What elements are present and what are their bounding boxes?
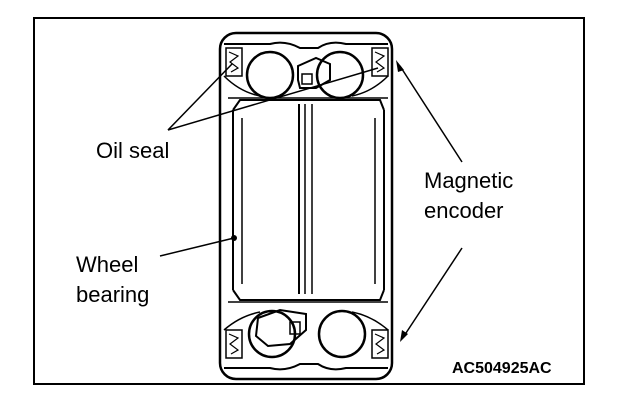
- wheel-bearing-label-line1: Wheel: [76, 252, 139, 277]
- wheel-bearing-dot: [231, 235, 237, 241]
- oil-seal-label: Oil seal: [96, 138, 170, 163]
- figure-frame: [33, 17, 585, 385]
- top-bearing-section: [223, 41, 389, 100]
- wheel-bearing-leader: [159, 237, 235, 257]
- oil-seal-right: [371, 47, 389, 77]
- magnetic-encoder-label-line1: Magnetic: [424, 168, 514, 193]
- wheel-bearing: [218, 31, 394, 381]
- bottom-bearing-section: [223, 308, 389, 371]
- oil-seal-leader: [167, 67, 379, 131]
- arrow-down-icon: [400, 330, 408, 342]
- magnetic-encoder-leader: [399, 65, 463, 163]
- arrow-up-icon: [396, 60, 404, 72]
- ball: [315, 50, 365, 100]
- magnetic-encoder-leader: [403, 247, 463, 337]
- figure-id: AC504925AC: [452, 360, 552, 377]
- leader-lines: [159, 63, 463, 337]
- wheel-bearing-label-line2: bearing: [76, 282, 150, 307]
- ball: [317, 309, 367, 359]
- oil-seal-left: [225, 329, 243, 359]
- oil-seal-right: [371, 329, 389, 359]
- magnetic-encoder-label-line2: encoder: [424, 198, 504, 223]
- oil-seal-leader: [167, 63, 233, 131]
- ball: [245, 50, 295, 100]
- oil-seal-left: [225, 47, 243, 77]
